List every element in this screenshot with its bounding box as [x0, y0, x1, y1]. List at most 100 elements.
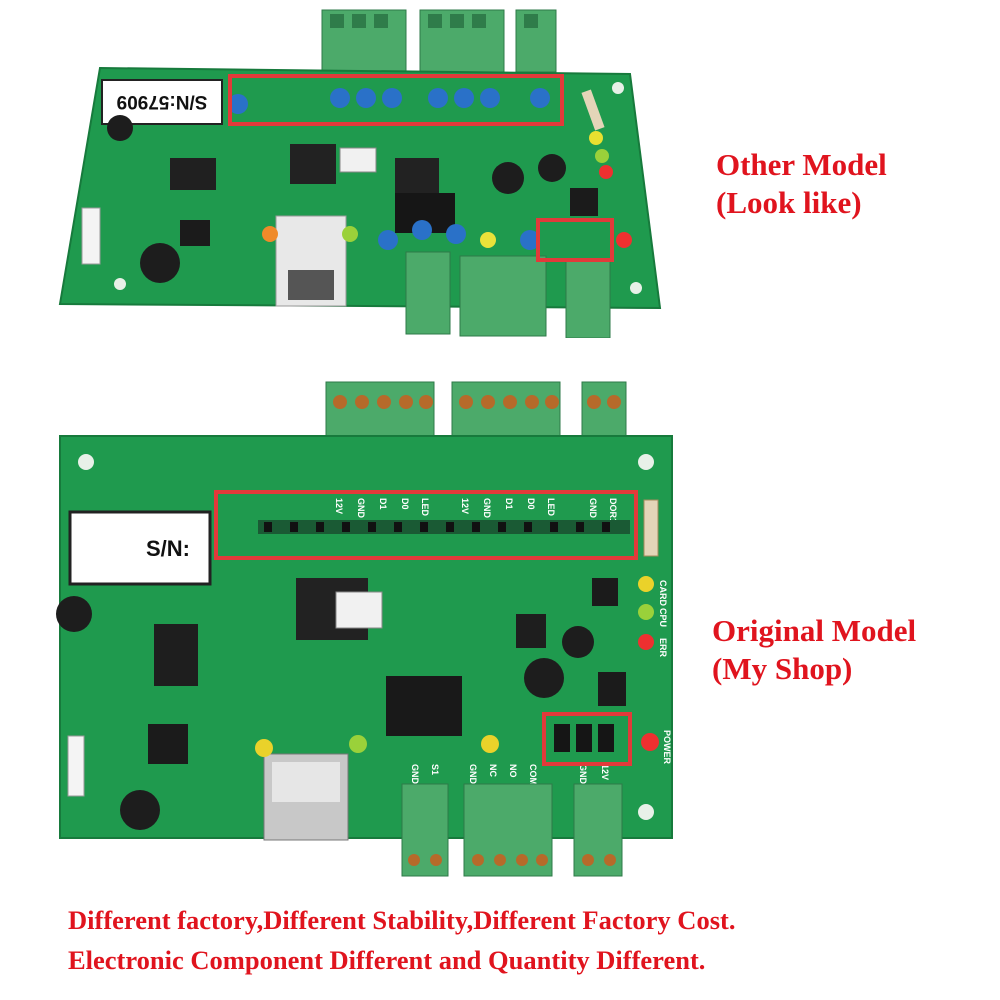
- original-model-caption: Original Model (My Shop): [712, 612, 916, 688]
- voltage-regulator: [570, 188, 598, 216]
- pin-label: GND: [588, 498, 598, 519]
- top-pin-labels: 12V GND D1 D0 LED 12V GND D1 D0 LED GND …: [334, 498, 618, 523]
- pin-label: GND: [482, 498, 492, 519]
- led-red: [599, 165, 613, 179]
- original-model-board-photo: 12V GND D1 D0 LED 12V GND D1 D0 LED GND …: [50, 380, 690, 880]
- ethernet-port: [263, 753, 349, 841]
- capacitor: [492, 162, 524, 194]
- serial-number-text: S/N:: [146, 536, 190, 561]
- label-sticker: [339, 147, 377, 173]
- ic-chip: [154, 624, 198, 686]
- mounting-hole: [114, 278, 126, 290]
- capacitor: [140, 243, 180, 283]
- white-connector: [81, 207, 101, 265]
- capacitor: [524, 658, 564, 698]
- mounting-hole: [630, 282, 642, 294]
- voltage-regulator: [598, 672, 626, 706]
- pin-label: NC: [488, 764, 498, 777]
- highlight-box: [228, 74, 564, 126]
- led-green: [342, 226, 358, 242]
- mounting-hole: [638, 454, 654, 470]
- led-err: [638, 634, 654, 650]
- pin-label: 12V: [334, 498, 344, 514]
- other-model-board-graphic: S/N:57909: [58, 9, 662, 338]
- mounting-hole: [612, 82, 624, 94]
- pin-label: GND: [356, 498, 366, 519]
- blue-capacitor-row: [228, 88, 550, 114]
- serial-sticker: S/N:: [68, 510, 212, 586]
- serial-number-text: S/N:57909: [117, 91, 208, 112]
- other-model-title: Other Model: [716, 147, 887, 182]
- capacitor: [107, 115, 133, 141]
- led-label-power: POWER: [662, 730, 672, 765]
- led-card: [638, 576, 654, 592]
- pin-label: 12V: [600, 764, 610, 780]
- pin-label: LED: [546, 498, 556, 517]
- led-power: [641, 733, 659, 751]
- highlight-box: [542, 712, 632, 766]
- pin-label: COM: [528, 764, 538, 785]
- original-model-subtitle: (My Shop): [712, 651, 853, 686]
- relay: [386, 676, 462, 736]
- resistor: [643, 499, 659, 557]
- led-label-err: ERR: [658, 638, 668, 658]
- led-orange: [262, 226, 278, 242]
- led-cpu: [638, 604, 654, 620]
- highlight-box: [536, 218, 614, 262]
- pin-label: GND: [578, 764, 588, 785]
- resistor: [581, 89, 605, 131]
- blue-capacitor: [446, 224, 466, 244]
- capacitor: [56, 596, 92, 632]
- pin-label: GND: [410, 764, 420, 785]
- led-label-card: CARD: [658, 580, 668, 606]
- pin-label: S1: [430, 764, 440, 775]
- led-label-cpu: CPU: [658, 608, 668, 627]
- voltage-regulator: [592, 578, 618, 606]
- footer-line-1: Different factory,Different Stability,Di…: [68, 905, 736, 935]
- ethernet-port: [275, 215, 347, 307]
- white-connector: [67, 735, 85, 797]
- comparison-footer-text: Different factory,Different Stability,Di…: [68, 900, 988, 980]
- capacitor: [120, 790, 160, 830]
- other-model-board-photo: S/N:57909: [40, 8, 690, 338]
- ic-chip: [516, 614, 546, 648]
- other-model-subtitle: (Look like): [716, 185, 862, 220]
- pin-label: D1: [504, 498, 514, 510]
- pin-label: D0: [400, 498, 410, 510]
- pin-label: DOR1: [608, 498, 618, 523]
- pcb-body: [58, 66, 662, 310]
- top-terminal-blocks: [321, 9, 557, 73]
- ic-chip: [170, 158, 216, 190]
- blue-capacitor: [520, 230, 540, 250]
- pin-label: LED: [420, 498, 430, 517]
- bottom-terminal-blocks: [405, 251, 611, 338]
- other-model-caption: Other Model (Look like): [716, 146, 887, 222]
- mounting-hole: [78, 454, 94, 470]
- original-model-board-graphic: 12V GND D1 D0 LED 12V GND D1 D0 LED GND …: [56, 381, 673, 877]
- label-sticker: [335, 591, 383, 629]
- mounting-hole: [638, 804, 654, 820]
- led-yellow: [589, 131, 603, 145]
- voltage-regulator: [180, 220, 210, 246]
- capacitor: [538, 154, 566, 182]
- pin-label: D0: [526, 498, 536, 510]
- bottom-pin-labels: GND S1 GND NC NO COM GND 12V: [410, 764, 610, 785]
- led-green: [349, 735, 367, 753]
- led-yellow: [481, 735, 499, 753]
- led-green: [595, 149, 609, 163]
- voltage-regulator: [148, 724, 188, 764]
- pin-label: NO: [508, 764, 518, 778]
- highlight-box: [214, 490, 638, 560]
- blue-capacitor: [378, 230, 398, 250]
- bottom-terminal-blocks: [401, 783, 623, 877]
- led-yellow: [255, 739, 273, 757]
- led-red: [616, 232, 632, 248]
- relay: [395, 158, 439, 198]
- ic-chip: [290, 144, 336, 184]
- capacitor: [562, 626, 594, 658]
- pin-label: D1: [378, 498, 388, 510]
- pin-label: 12V: [460, 498, 470, 514]
- original-model-title: Original Model: [712, 613, 917, 648]
- smd-component-row: [258, 520, 630, 534]
- blue-capacitor: [412, 220, 432, 240]
